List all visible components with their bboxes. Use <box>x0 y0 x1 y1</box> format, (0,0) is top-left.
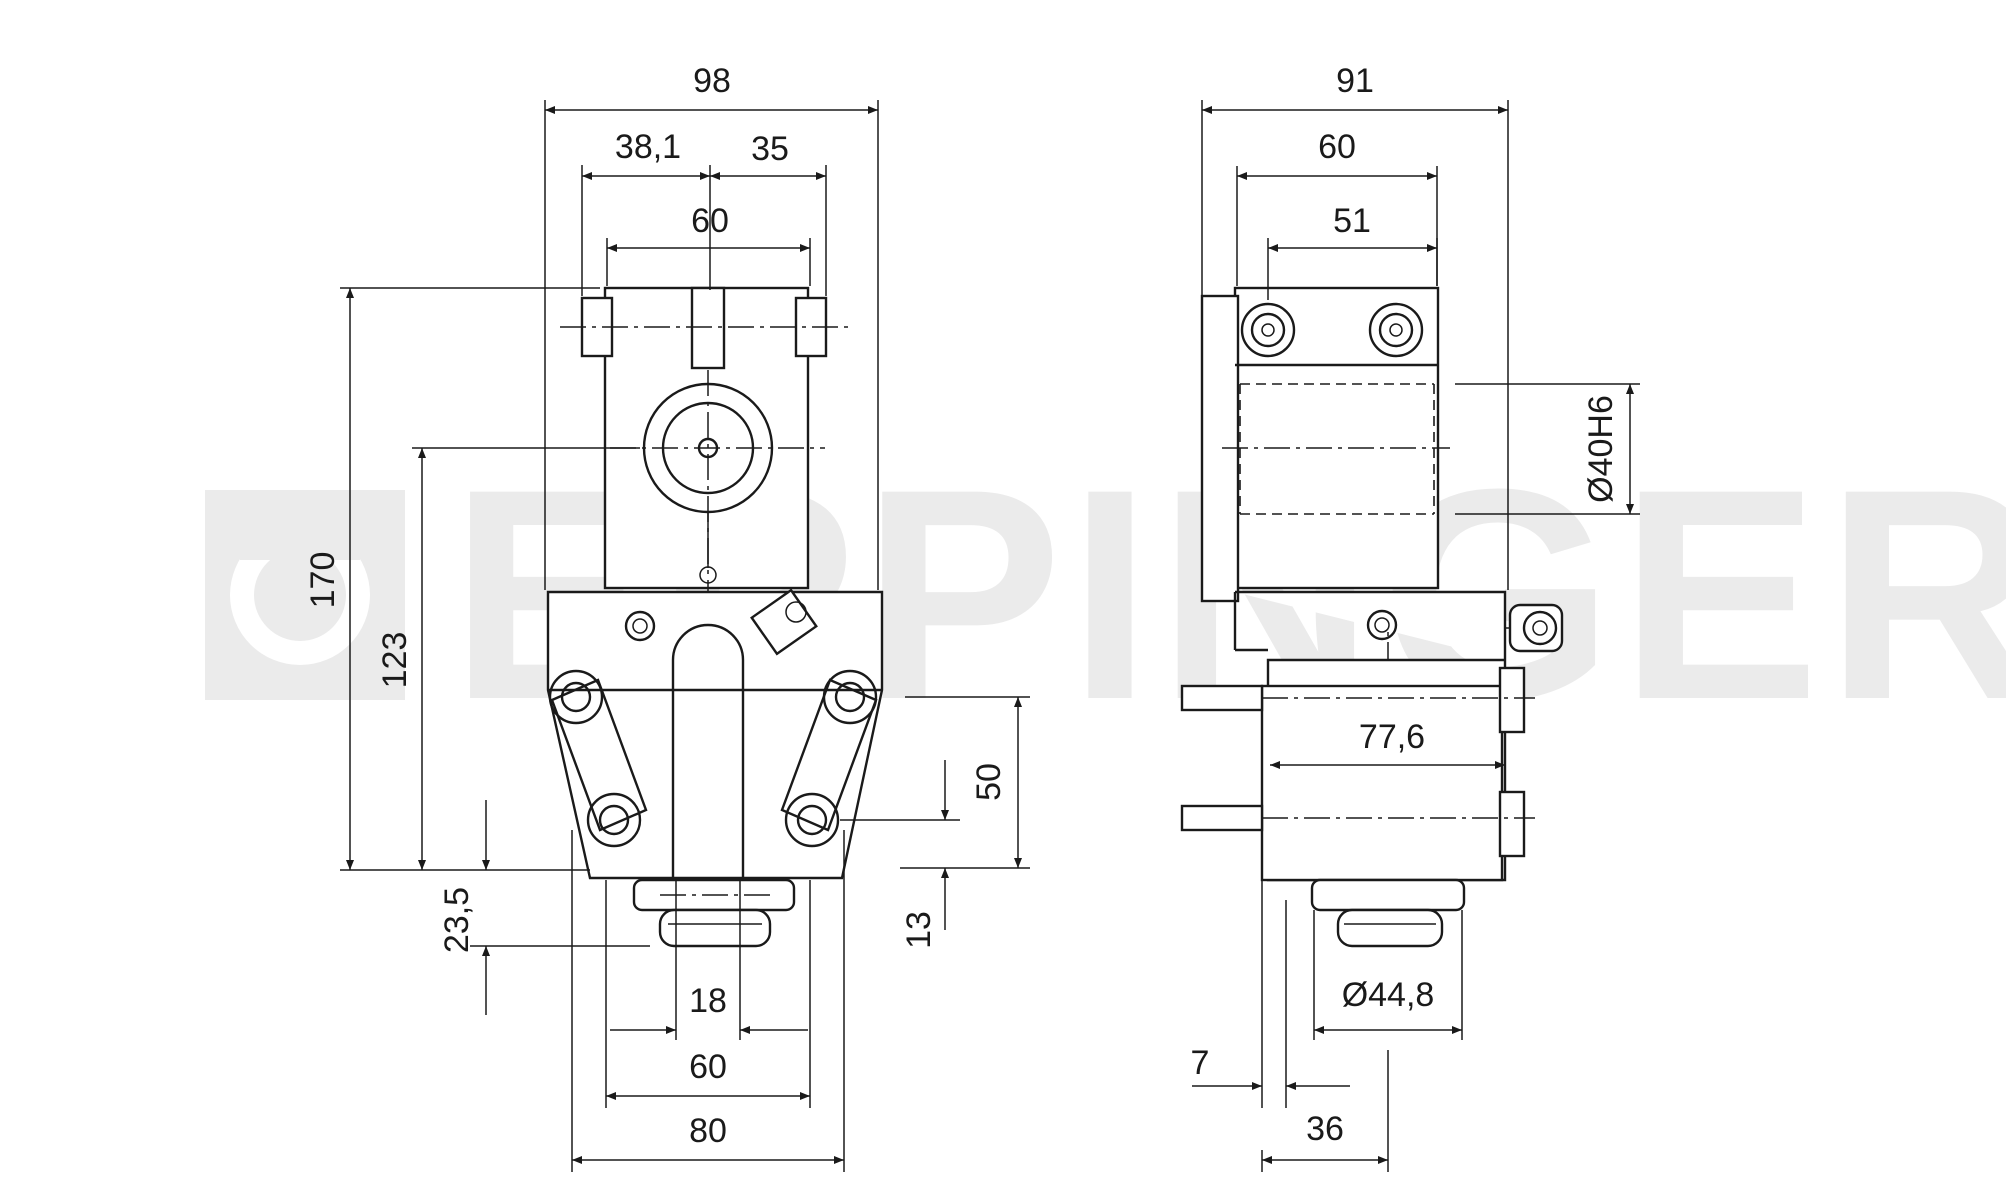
watermark: EPPINGER <box>205 426 2006 762</box>
dim-bottom-width-inner: 60 <box>689 1048 727 1086</box>
dim-body-length: 77,6 <box>1359 718 1425 756</box>
dim-offset-left: 38,1 <box>615 128 681 166</box>
front-view: 98 38,1 35 60 170 123 50 13 <box>304 62 1030 1172</box>
dim-offset-bottom: 36 <box>1306 1110 1344 1148</box>
bolt-icon <box>1240 302 1296 358</box>
side-clamp-block <box>1233 286 1440 590</box>
side-view: 91 60 51 Ø40H6 77,6 Ø44,8 7 36 <box>1180 62 1640 1172</box>
brand-logo-icon <box>205 490 405 700</box>
screw-icon <box>1366 609 1398 641</box>
screw-icon <box>624 610 656 642</box>
dim-clamp-width: 60 <box>1318 128 1356 166</box>
dim-top-width: 60 <box>691 202 729 240</box>
dim-offset-small: 7 <box>1191 1044 1210 1082</box>
bolt-icon <box>822 669 878 725</box>
grease-nipple-icon <box>750 588 818 656</box>
dim-height-total: 170 <box>304 552 342 609</box>
dim-bore-diameter: Ø40H6 <box>1582 395 1620 503</box>
bolt-icon <box>1368 302 1424 358</box>
dim-spigot-width: 18 <box>689 982 727 1020</box>
bolt-icon <box>586 792 642 848</box>
dim-side-overall-width: 91 <box>1336 62 1374 100</box>
side-spigot <box>1310 878 1466 912</box>
dim-spigot-diameter: Ø44,8 <box>1342 976 1435 1014</box>
dim-height-center: 123 <box>376 632 414 689</box>
bolt-icon <box>784 792 840 848</box>
dim-bottom-width-outer: 80 <box>689 1112 727 1150</box>
bolt-icon <box>548 669 604 725</box>
dim-offset-right: 35 <box>751 130 789 168</box>
dim-spigot-offset: 13 <box>900 911 938 949</box>
dim-flange-height: 50 <box>970 763 1008 801</box>
dim-bolt-spacing: 51 <box>1333 202 1371 240</box>
dim-overall-width: 98 <box>693 62 731 100</box>
grease-nipple-icon <box>1505 603 1564 653</box>
dim-spigot-depth: 23,5 <box>438 887 476 953</box>
